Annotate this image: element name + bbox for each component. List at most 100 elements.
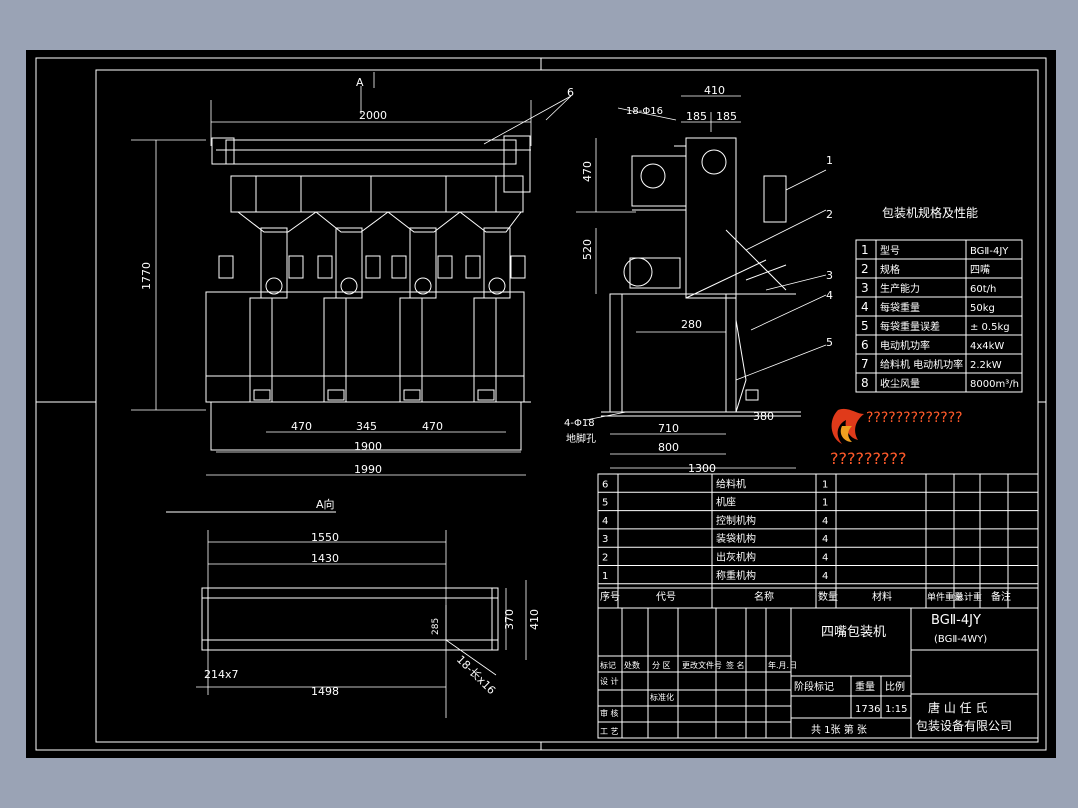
dim-380: 380	[753, 410, 774, 423]
spec-cell-value: 50kg	[970, 303, 995, 314]
header-total-weight: 总计重	[955, 591, 982, 603]
rev-label-6: 年.月.日	[768, 660, 797, 670]
dim-1300: 1300	[688, 462, 716, 475]
title-block	[597, 607, 1039, 739]
model-line-1: BGⅡ-4JY	[931, 613, 981, 628]
parts-cell-qty: 4	[822, 571, 828, 582]
rev-label-4: 更改文件号	[682, 660, 722, 670]
parts-cell-qty: 4	[822, 553, 828, 564]
callout-3: 3	[826, 269, 833, 282]
company-line-1: 唐 山 任 氏	[928, 700, 987, 715]
dim-285: 285	[431, 618, 441, 635]
note-holes: 18-长x16	[454, 653, 498, 697]
header-qty: 数量	[818, 590, 838, 603]
dim-214x7: 214x7	[204, 668, 239, 681]
header-code: 代号	[656, 591, 676, 603]
parts-cell-no: 5	[602, 498, 608, 509]
dim-280: 280	[681, 318, 702, 331]
engineering-drawing: A 2000 1770 470 345 470 1900 1990 6 A向 1…	[35, 57, 1047, 751]
note-anchor-1: 4-Φ18	[564, 418, 595, 429]
dim-2000: 2000	[359, 109, 387, 122]
parts-cell-name: 机座	[716, 496, 736, 509]
callout-5: 5	[826, 336, 833, 349]
dim-345: 345	[356, 420, 377, 433]
parts-cell-qty: 1	[822, 498, 828, 509]
view-a-dimensions	[196, 530, 527, 718]
parts-cell-no: 6	[602, 479, 608, 490]
header-remark: 备注	[991, 590, 1011, 603]
parts-cell-no: 2	[602, 553, 608, 564]
spec-cell-no: 2	[861, 262, 869, 276]
dim-410-side: 410	[704, 84, 725, 97]
dim-1430: 1430	[311, 552, 339, 565]
parts-cell-no: 1	[602, 571, 608, 582]
dim-1770: 1770	[140, 262, 153, 290]
std-label: 标准化	[650, 692, 674, 702]
company-logo: ????????????? ?????????	[830, 408, 963, 468]
watermark-line-2: ?????????	[830, 449, 906, 468]
spec-cell-item: 给料机 电动机功率	[880, 358, 963, 371]
header-name: 名称	[754, 590, 774, 603]
front-view-dimensions	[131, 72, 572, 476]
rev-label-5: 签 名	[726, 660, 745, 670]
parts-header: 序号 代号 名称 数量 材料 单件重量 总计重 备注	[600, 590, 1011, 603]
model-line-2: (BGⅡ-4WY)	[934, 634, 987, 645]
view-a	[166, 511, 499, 651]
callout-4: 4	[826, 289, 833, 302]
spec-cell-value: 2.2kW	[970, 360, 1002, 371]
dim-710: 710	[658, 422, 679, 435]
front-view	[205, 135, 531, 451]
spec-cell-value: ± 0.5kg	[970, 322, 1010, 333]
callout-1: 1	[826, 154, 833, 167]
scale-value: 1:15	[885, 704, 907, 715]
spec-cell-no: 4	[861, 300, 869, 314]
dim-800: 800	[658, 441, 679, 454]
parts-cell-no: 4	[602, 516, 608, 527]
spec-cell-item: 型号	[880, 244, 900, 257]
view-a-title: A向	[316, 497, 335, 511]
side-view-dimensions	[576, 95, 827, 469]
spec-cell-value: 60t/h	[970, 284, 996, 295]
dim-370: 370	[503, 609, 516, 630]
parts-cell-name: 出灰机构	[716, 551, 756, 564]
parts-cell-qty: 4	[822, 516, 828, 527]
callout-2: 2	[826, 208, 833, 221]
spec-cell-no: 1	[861, 243, 869, 257]
spec-cell-no: 5	[861, 319, 869, 333]
check-label: 审 核	[600, 708, 619, 718]
parts-cell-qty: 4	[822, 534, 828, 545]
parts-cell-name: 装袋机构	[716, 532, 756, 545]
spec-cell-item: 收尘风量	[880, 377, 920, 390]
side-view	[601, 137, 801, 417]
dim-470-right: 470	[422, 420, 443, 433]
spec-cell-item: 每袋重量	[880, 301, 920, 314]
spec-cell-item: 生产能力	[880, 282, 920, 295]
parts-cell-qty: 1	[822, 479, 828, 490]
title-block-labels: 四嘴包装机 BGⅡ-4JY (BGⅡ-4WY) 标记 处数 分 区 更改文件号 …	[600, 613, 1012, 736]
dim-520: 520	[581, 239, 594, 260]
cad-viewport[interactable]: A 2000 1770 470 345 470 1900 1990 6 A向 1…	[26, 50, 1056, 758]
company-line-2: 包装设备有限公司	[916, 719, 1012, 733]
spec-cell-item: 每袋重量误差	[880, 320, 940, 333]
design-label: 设 计	[600, 676, 619, 686]
front-view-labels: A 2000 1770 470 345 470 1900 1990 6	[140, 76, 574, 476]
weight-value: 1736	[855, 704, 880, 715]
spec-cell-no: 3	[861, 281, 869, 295]
header-material: 材料	[872, 590, 892, 603]
dim-185-right: 185	[716, 110, 737, 123]
spec-cell-value: BGⅡ-4JY	[970, 246, 1009, 257]
rev-label-3: 分 区	[652, 661, 671, 670]
dim-1990: 1990	[354, 463, 382, 476]
spec-cell-item: 规格	[880, 263, 900, 276]
scale-label: 比例	[885, 680, 905, 693]
dim-1550: 1550	[311, 531, 339, 544]
rev-label-2: 处数	[624, 660, 640, 670]
watermark-line-1: ?????????????	[866, 410, 963, 426]
spec-cell-item: 电动机功率	[880, 339, 930, 352]
spec-cell-value: 四嘴	[970, 264, 990, 276]
note-18phi16: 18-Φ16	[626, 106, 663, 117]
header-seq: 序号	[600, 590, 620, 603]
callout-6: 6	[567, 86, 574, 99]
